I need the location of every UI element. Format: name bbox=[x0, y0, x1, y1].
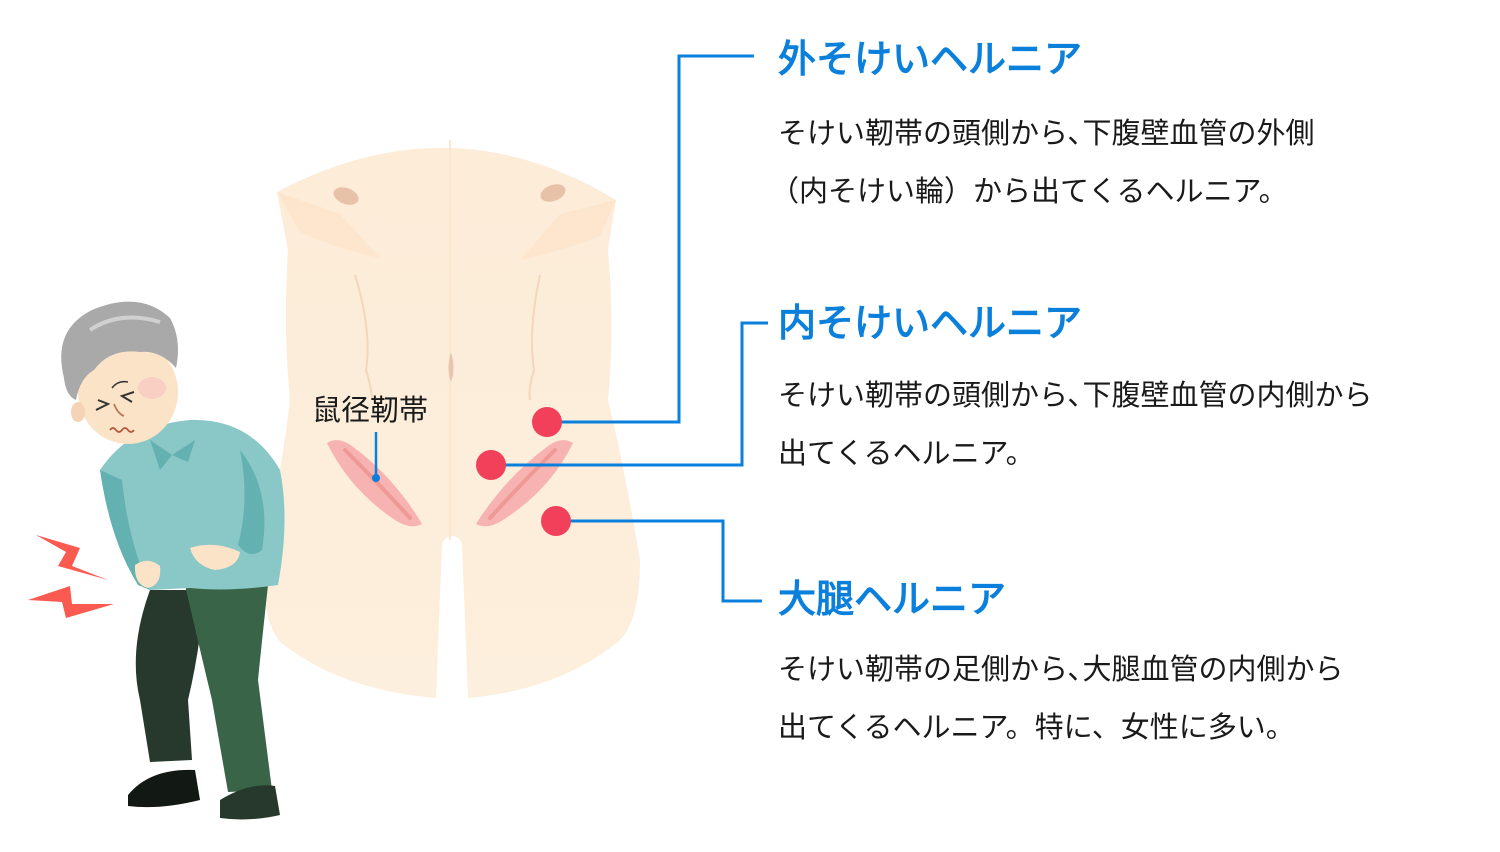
lightning-icon bbox=[36, 535, 108, 580]
heading-indirect-inguinal-hernia: 外そけいヘルニア bbox=[778, 37, 1083, 81]
inguinal-ligament-left bbox=[327, 440, 422, 527]
description-line: 出てくるヘルニア。特に、女性に多い。 bbox=[778, 710, 1295, 744]
heading-femoral-hernia: 大腿ヘルニア bbox=[778, 577, 1007, 621]
marker-femoral bbox=[541, 506, 571, 536]
elderly-man-illustration bbox=[61, 301, 285, 820]
description-line: そけい靭帯の足側から､大腿血管の内側から bbox=[778, 652, 1344, 686]
description-direct-inguinal-hernia: そけい靭帯の頭側から､下腹壁血管の内側から 出てくるヘルニア。 bbox=[778, 366, 1373, 482]
hernia-markers bbox=[476, 407, 571, 536]
inguinal-ligament-right bbox=[476, 440, 573, 527]
torso-illustration bbox=[262, 140, 640, 698]
description-femoral-hernia: そけい靭帯の足側から､大腿血管の内側から 出てくるヘルニア。特に、女性に多い。 bbox=[778, 640, 1344, 756]
description-line: そけい靭帯の頭側から､下腹壁血管の外側 bbox=[778, 116, 1315, 150]
nipple-left bbox=[333, 187, 359, 205]
inguinal-ligament-label: 鼠径靭帯 bbox=[312, 393, 429, 427]
pain-lightning-icons bbox=[28, 535, 114, 618]
connector-indirect bbox=[548, 54, 754, 424]
description-line: 出てくるヘルニア。 bbox=[778, 436, 1035, 470]
marker-indirect bbox=[532, 407, 562, 437]
connector-direct bbox=[492, 321, 768, 467]
marker-direct bbox=[476, 450, 506, 480]
description-indirect-inguinal-hernia: そけい靭帯の頭側から､下腹壁血管の外側 （内そけい輪）から出てくるヘルニア。 bbox=[770, 104, 1315, 220]
nipple-right bbox=[540, 184, 566, 202]
lightning-icon bbox=[28, 586, 114, 618]
heading-direct-inguinal-hernia: 内そけいヘルニア bbox=[778, 301, 1083, 345]
connector-femoral bbox=[556, 519, 762, 603]
connector-lines bbox=[492, 54, 768, 603]
description-line: そけい靭帯の頭側から､下腹壁血管の内側から bbox=[778, 378, 1373, 412]
description-line: （内そけい輪）から出てくるヘルニア。 bbox=[770, 174, 1288, 208]
